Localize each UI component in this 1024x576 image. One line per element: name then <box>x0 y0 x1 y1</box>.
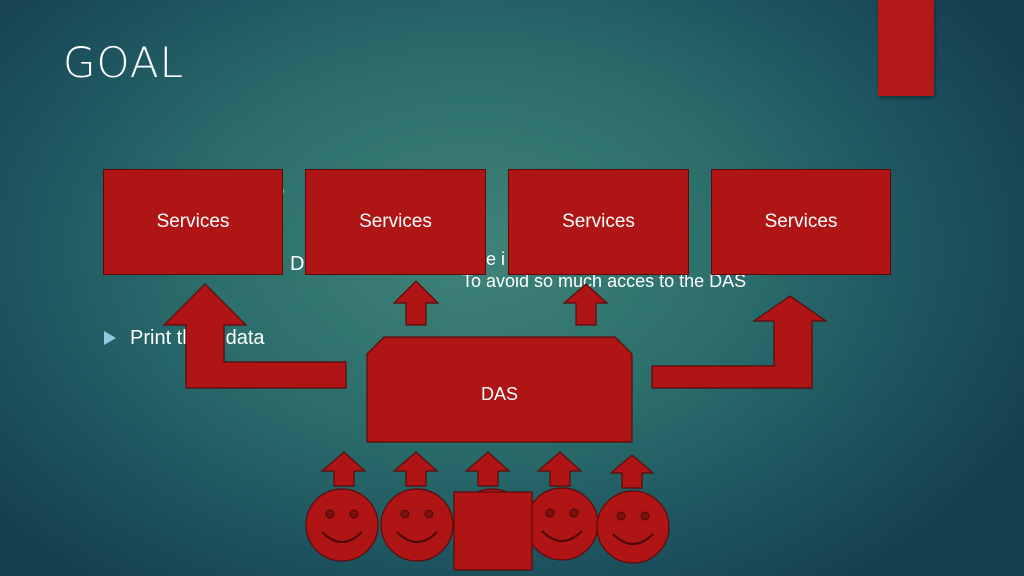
arrow-user-4 <box>536 451 583 487</box>
note-line-2: To avoid so much acces to the DAS <box>462 271 747 291</box>
slide-title: GOAL <box>63 38 184 87</box>
arrow-das-to-service-3 <box>562 283 609 326</box>
corner-accent-tab <box>878 0 934 96</box>
das-block <box>366 336 633 443</box>
user-face-icon <box>596 490 670 564</box>
user-face-icon <box>305 488 379 562</box>
arrow-user-1 <box>320 451 367 487</box>
service-label: Services <box>156 211 230 232</box>
user-face-icon <box>525 487 599 561</box>
service-box-2: Services <box>305 169 486 275</box>
bullet-text-2: D <box>290 253 305 275</box>
das-label: DAS <box>480 384 518 404</box>
arrow-user-5 <box>609 454 655 489</box>
service-box-1: Services <box>103 169 283 275</box>
arrow-user-2 <box>392 451 439 487</box>
arrow-das-to-service-1 <box>162 283 347 389</box>
service-box-4: Services <box>711 169 891 275</box>
service-label: Services <box>359 211 432 232</box>
arrow-das-to-service-2 <box>392 280 440 326</box>
bullet-arrow-icon <box>104 331 116 345</box>
arrow-user-3 <box>464 451 511 487</box>
service-box-3: Services <box>508 169 689 275</box>
user-face-icon <box>380 488 454 562</box>
service-label: Services <box>562 211 635 232</box>
user-square-icon <box>453 491 533 571</box>
arrow-das-to-service-4 <box>651 295 828 389</box>
service-label: Services <box>764 211 838 232</box>
